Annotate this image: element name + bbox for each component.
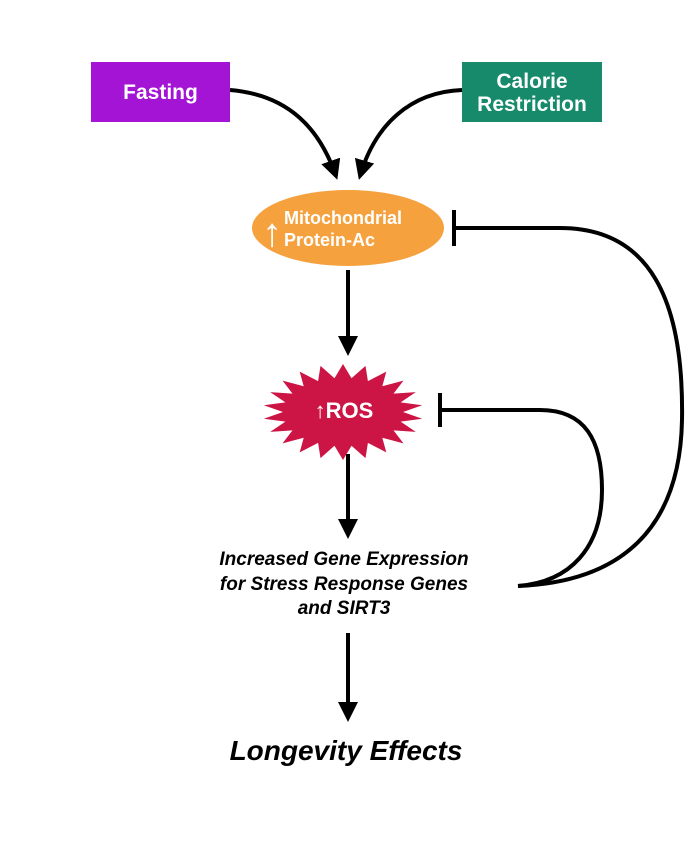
edge-calorie-restriction-to-mito [354,88,463,180]
mitochondrial-protein-ac-node: ↑ Mitochondrial Protein-Ac [252,190,444,266]
longevity-label: Longevity Effects [230,735,463,766]
mito-label-line2: Protein-Ac [284,230,375,250]
edge-gene-expression-inhibits-mito [454,226,685,588]
fasting-node: Fasting [91,62,230,122]
edge-fasting-to-mito [229,88,341,180]
calorie-restriction-node: Calorie Restriction [462,62,602,122]
ros-node: ↑ROS [263,364,423,460]
gene-expression-line2: for Stress Response Genes [220,574,468,595]
calorie-restriction-label: Calorie [496,70,567,93]
edge-gene-expression-inhibits-ros [440,408,605,588]
mito-up-arrow: ↑ [262,211,282,255]
edges [229,88,685,722]
ros-starburst [263,364,423,460]
mito-label-line1: Mitochondrial [284,208,402,228]
longevity-node: Longevity Effects [230,735,463,766]
gene-expression-line3: and SIRT3 [298,598,391,619]
gene-expression-line1: Increased Gene Expression [219,549,468,570]
calorie-restriction-label-line2: Restriction [477,93,587,116]
fasting-label: Fasting [123,81,198,104]
gene-expression-node: Increased Gene Expression for Stress Res… [219,549,468,619]
ros-label: ↑ROS [315,398,374,423]
